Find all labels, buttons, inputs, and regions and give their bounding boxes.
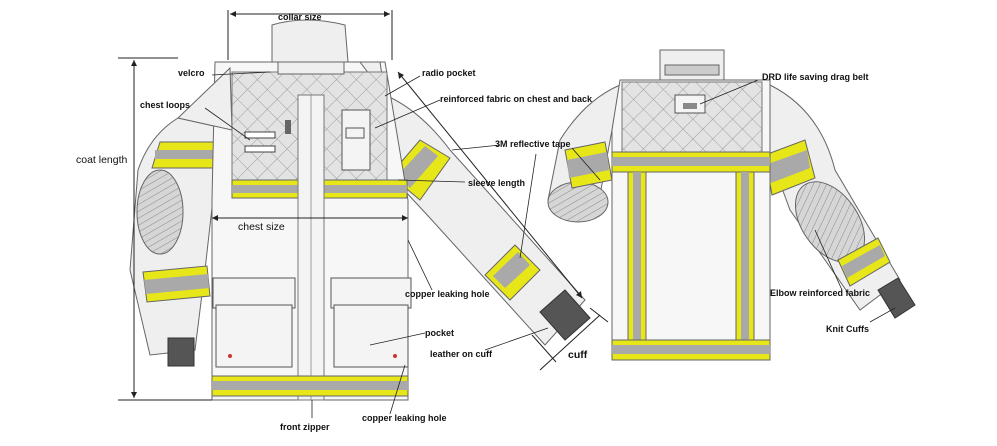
front-right-leather-cuff <box>539 289 591 341</box>
label-sleeve-length: sleeve length <box>468 178 525 188</box>
label-reflective-tape: 3M reflective tape <box>495 139 571 149</box>
dimension-lines <box>118 10 609 401</box>
label-leather-on-cuff: leather on cuff <box>430 349 493 359</box>
back-left-elbow-patch <box>547 181 609 223</box>
front-left-elbow-patch <box>136 169 184 255</box>
back-view <box>547 49 916 361</box>
label-elbow-reinforced: Elbow reinforced fabric <box>770 288 870 298</box>
label-cuff: cuff <box>568 349 588 361</box>
left-pocket <box>212 277 296 368</box>
label-knit-cuffs: Knit Cuffs <box>826 324 869 334</box>
chest-loop-1 <box>244 131 276 139</box>
label-radio-pocket: radio pocket <box>422 68 476 78</box>
label-chest-size: chest size <box>238 221 285 233</box>
label-pocket: pocket <box>425 328 454 338</box>
label-front-zipper: front zipper <box>280 422 330 432</box>
front-collar <box>271 19 349 63</box>
right-pocket <box>330 277 412 368</box>
chest-loop-2 <box>244 145 276 153</box>
label-coat-length: coat length <box>76 154 128 166</box>
label-copper-leaking-hole-bottom: copper leaking hole <box>362 413 447 423</box>
label-collar-size: collar size <box>278 12 322 22</box>
leader-lines <box>204 71 896 418</box>
front-left-knit-cuff <box>167 337 195 367</box>
back-quilted-yoke <box>621 81 763 153</box>
back-right-knit-cuff <box>877 277 916 319</box>
label-chest-loops: chest loops <box>140 100 190 110</box>
radio-pocket <box>341 109 371 171</box>
label-copper-leaking-hole-side: copper leaking hole <box>405 289 490 299</box>
label-reinforced-fabric: reinforced fabric on chest and back <box>440 94 593 104</box>
label-drd-belt: DRD life saving drag belt <box>762 72 869 82</box>
front-view <box>129 19 591 401</box>
labels: collar size velcro chest loops coat leng… <box>76 12 870 432</box>
label-velcro: velcro <box>178 68 205 78</box>
